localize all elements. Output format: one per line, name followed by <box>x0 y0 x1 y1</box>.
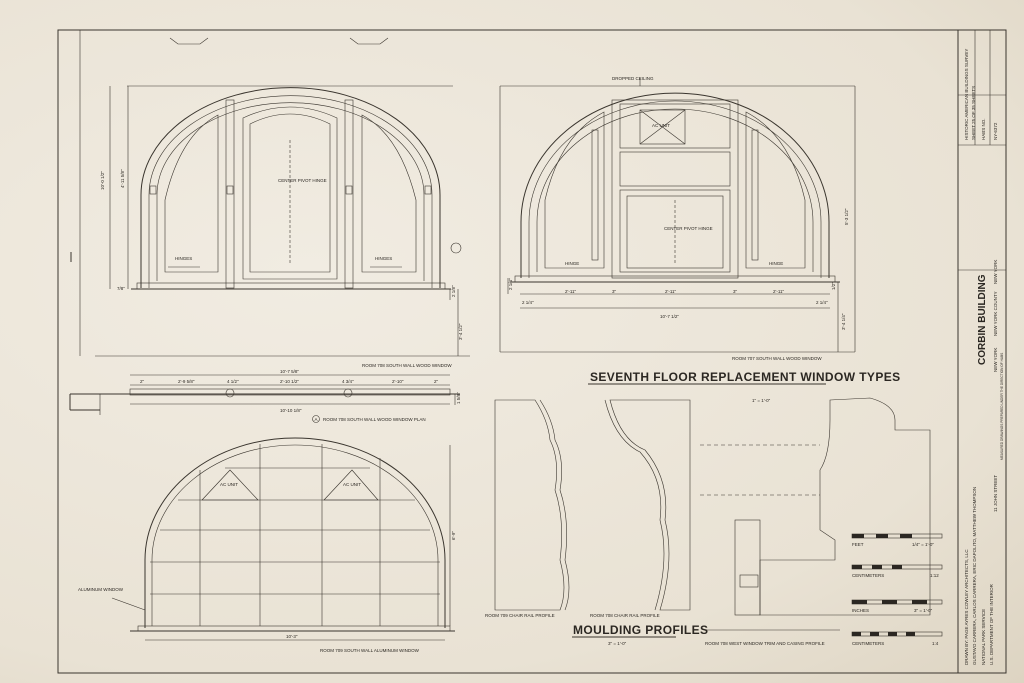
tb-habs-label: HABS NO. <box>981 118 986 140</box>
tb-county: NEW YORK COUNTY <box>993 291 998 336</box>
708-dim-low: 3'-4 1/2" <box>458 323 463 340</box>
sheet-border <box>57 29 1007 674</box>
708-hinge-right: HINGES <box>375 256 392 261</box>
tb-agency: NATIONAL PARK SERVICE <box>981 609 986 665</box>
tb-sheet-no: SHEET 25 OF 35 SHEETS <box>971 86 976 140</box>
709-ac-right: AC UNIT <box>343 482 361 487</box>
scale-3-label: CENTIMETERS <box>852 641 884 646</box>
moulding-title: MOULDING PROFILES <box>573 623 708 637</box>
707-dim-b6: 2 1/4" <box>816 300 828 305</box>
window-708-elevation <box>70 30 470 357</box>
708-dim-base: 2 1/8" <box>451 285 456 297</box>
tb-fine-print: MEASURED DRAWINGS PREPARED UNDER THE DIR… <box>1000 353 1004 460</box>
tb-state: NEW YORK <box>993 260 998 284</box>
tb-survey: HISTORIC AMERICAN BUILDINGS SURVEY <box>964 49 969 140</box>
plan-detail-mark: A <box>315 417 318 422</box>
scale-2-end: 3" = 1'-0" <box>914 608 933 613</box>
plan-dim-t4: 4 3/4" <box>342 379 354 384</box>
707-center-label: CENTER PIVOT HINGE <box>664 226 713 231</box>
tb-habs-no: NY-6372 <box>993 122 998 140</box>
scale-1-end: 1:12 <box>930 573 939 578</box>
title-block <box>958 30 1006 271</box>
tb-drawn-names: GUSTAVO CARRERA, CARLOS CARRERA, ERIC DA… <box>972 487 977 665</box>
708-center-label: CENTER PIVOT HINGE <box>278 178 327 183</box>
profile-caption-a: ROOM 709 CHAIR RAIL PROFILE <box>485 613 555 618</box>
plan-caption: ROOM 708 SOUTH WALL WOOD WINDOW PLAN <box>323 417 426 422</box>
707-caption: ROOM 707 SOUTH WALL WOOD WINDOW <box>732 356 822 361</box>
709-ac-left: AC UNIT <box>220 482 238 487</box>
707-dim-height: 5'-3 1/2" <box>844 208 849 225</box>
tb-city: NEW YORK <box>993 348 998 372</box>
708-hinge-left: HINGES <box>175 256 192 261</box>
scale-1-label: CENTIMETERS <box>852 573 884 578</box>
scale-3-end: 1:4 <box>932 641 939 646</box>
707-dim-right-base: 3'-4 1/4" <box>841 313 846 330</box>
plan-dim-side: 1 5/8" <box>456 392 461 404</box>
window-707-elevation <box>499 78 856 353</box>
scale-2-label: INCHES <box>852 608 869 613</box>
top-notch-right <box>349 37 389 45</box>
window-709-aluminum <box>111 437 455 641</box>
plan-dim-total-top: 10'-7 5/8" <box>280 369 299 374</box>
709-side-label: ALUMINUM WINDOW <box>78 587 124 592</box>
scale-0-end: 1/4" = 1'-0" <box>912 542 934 547</box>
profile-scale-left: 3" = 1'-0" <box>608 641 627 646</box>
707-dim-b1: 2'-11" <box>565 289 577 294</box>
top-notch-left <box>169 37 209 45</box>
tb-address: 11 JOHN STREET <box>993 475 998 512</box>
plan-dim-t2: 4 1/2" <box>227 379 239 384</box>
708-caption: ROOM 708 SOUTH WALL WOOD WINDOW <box>362 363 452 368</box>
707-dim-b0: 2 1/4" <box>522 300 534 305</box>
tb-dept: U.S. DEPARTMENT OF THE INTERIOR <box>989 583 994 665</box>
709-dim-height: 6'-9" <box>451 531 456 540</box>
707-dropped-ceiling: DROPPED CEILING <box>612 76 654 81</box>
707-dim-b4: 3" <box>733 289 738 294</box>
plan-dim-t6: 2" <box>434 379 439 384</box>
window-708-plan <box>69 374 460 423</box>
plan-dim-t3: 2'-10 1/2" <box>280 379 299 384</box>
708-dim-height: 10'-0 1/2" <box>100 171 105 190</box>
707-dim-left: 2 1/4" <box>508 278 513 290</box>
708-dim-sill: 7/8" <box>117 286 125 291</box>
plan-dim-total-bottom: 10'-10 1/8" <box>280 408 302 413</box>
709-caption: ROOM 709 SOUTH WALL ALUMINUM WINDOW <box>320 648 420 653</box>
profile-scale-right: 1" = 1'-0" <box>752 398 771 403</box>
sheet-main-title: SEVENTH FLOOR REPLACEMENT WINDOW TYPES <box>590 370 901 384</box>
709-dim-width: 10'-3" <box>286 634 298 639</box>
707-ac-unit: AC UNIT <box>652 123 670 128</box>
moulding-profiles <box>494 397 931 631</box>
707-hinge-left: HINGE <box>565 261 579 266</box>
707-dim-b5: 2'-11" <box>773 289 785 294</box>
scale-0-label: FEET <box>852 542 864 547</box>
tb-drawn-by: DRAWN BY: PAGE AYRES COWLEY ARCHITECTS, … <box>964 549 969 665</box>
707-dim-b3: 2'-11" <box>665 289 677 294</box>
plan-dim-t1: 2'-9 5/8" <box>178 379 195 384</box>
profile-caption-c: ROOM 708 WEST WINDOW TRIM AND CASING PRO… <box>705 641 825 646</box>
708-dim-arch: 4'-11 5/8" <box>120 169 125 188</box>
plan-dim-t5: 2'-10" <box>392 379 404 384</box>
plan-dim-t0: 2" <box>140 379 145 384</box>
707-dim-right-small: 1/2" <box>831 282 836 290</box>
graphic-scales <box>851 533 943 637</box>
707-dim-total: 10'-7 1/2" <box>660 314 679 319</box>
707-hinge-right: HINGE <box>769 261 783 266</box>
profile-caption-b: ROOM 708 CHAIR RAIL PROFILE <box>590 613 660 618</box>
707-dim-b2: 3" <box>612 289 617 294</box>
tb-building: CORBIN BUILDING <box>977 274 988 365</box>
